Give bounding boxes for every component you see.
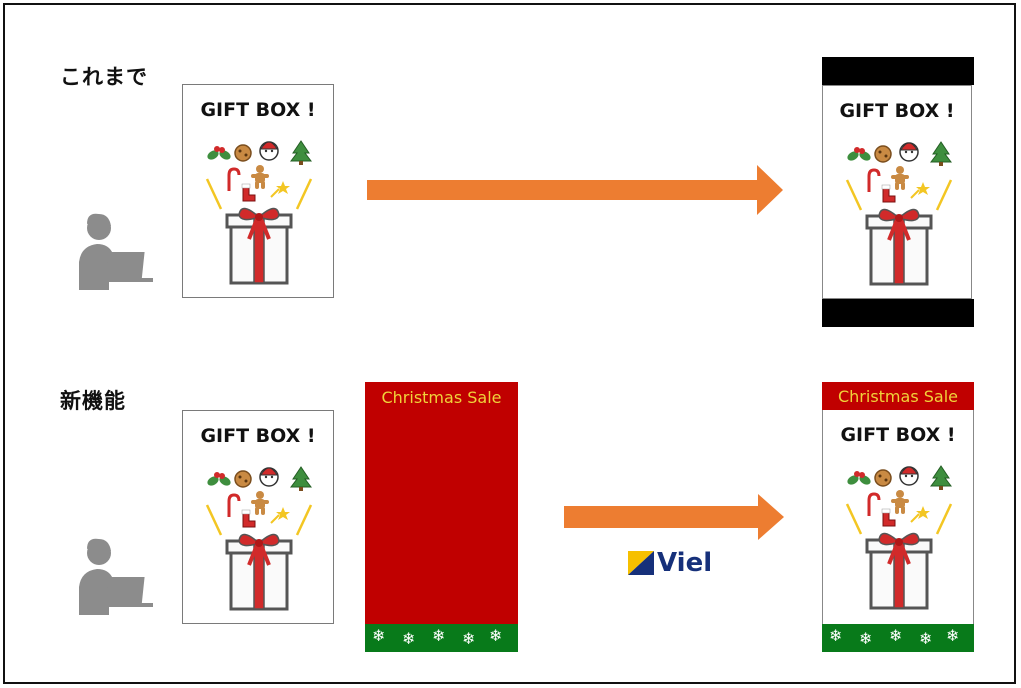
result-with-template: Christmas Sale GIFT BOX ! ❄ ❄ ❄ ❄ ❄ bbox=[822, 382, 974, 652]
banner-text: Christmas Sale bbox=[837, 387, 958, 406]
template-snow-strip: ❄ ❄ ❄ ❄ ❄ bbox=[822, 624, 974, 652]
snowflake-icon: ❄ bbox=[489, 626, 503, 645]
section-label-new: 新機能 bbox=[60, 389, 126, 413]
section-label-before: これまで bbox=[60, 65, 148, 89]
gift-box-icon bbox=[843, 140, 953, 286]
person-at-laptop-icon bbox=[65, 535, 161, 620]
arrow-right-icon bbox=[367, 165, 787, 215]
template-snow-strip: ❄ ❄ ❄ ❄ ❄ bbox=[365, 624, 518, 652]
snowflake-icon: ❄ bbox=[432, 626, 446, 645]
gift-box-icon bbox=[203, 139, 313, 285]
card-title: GIFT BOX ! bbox=[840, 424, 956, 446]
banner-text: Christmas Sale bbox=[381, 388, 502, 407]
arrow-right-icon bbox=[564, 494, 786, 540]
snowflake-icon: ❄ bbox=[372, 626, 386, 645]
snowflake-icon: ❄ bbox=[889, 626, 903, 645]
snowflake-icon: ❄ bbox=[946, 626, 960, 645]
gift-card-fitted: GIFT BOX ! bbox=[822, 85, 972, 299]
diagram-frame: これまで GIFT BOX ! GIFT BOX ! 新機能 GIFT BOX … bbox=[3, 3, 1016, 684]
brand-name: Viel bbox=[657, 548, 713, 578]
letterbox-bottom bbox=[822, 299, 974, 327]
gift-box-icon bbox=[843, 464, 953, 610]
snowflake-icon: ❄ bbox=[462, 629, 476, 648]
card-title: GIFT BOX ! bbox=[839, 100, 955, 122]
result-letterboxed: GIFT BOX ! bbox=[822, 57, 974, 327]
person-at-laptop-icon bbox=[65, 210, 161, 295]
card-title: GIFT BOX ! bbox=[200, 99, 316, 121]
snowflake-icon: ❄ bbox=[919, 629, 933, 648]
gift-card-original: GIFT BOX ! bbox=[182, 84, 334, 298]
snowflake-icon: ❄ bbox=[859, 629, 873, 648]
viel-logo: Viel bbox=[628, 548, 712, 578]
template-top-banner: Christmas Sale bbox=[822, 382, 974, 410]
snowflake-icon: ❄ bbox=[829, 626, 843, 645]
template-red-area: Christmas Sale bbox=[365, 382, 518, 624]
christmas-template: Christmas Sale ❄ ❄ ❄ ❄ ❄ bbox=[365, 382, 518, 652]
snowflake-icon: ❄ bbox=[402, 629, 416, 648]
gift-card-original: GIFT BOX ! bbox=[182, 410, 334, 624]
viel-logo-icon bbox=[628, 551, 654, 575]
letterbox-top bbox=[822, 57, 974, 85]
card-title: GIFT BOX ! bbox=[200, 425, 316, 447]
gift-card-fitted: GIFT BOX ! bbox=[822, 410, 974, 624]
gift-box-icon bbox=[203, 465, 313, 611]
